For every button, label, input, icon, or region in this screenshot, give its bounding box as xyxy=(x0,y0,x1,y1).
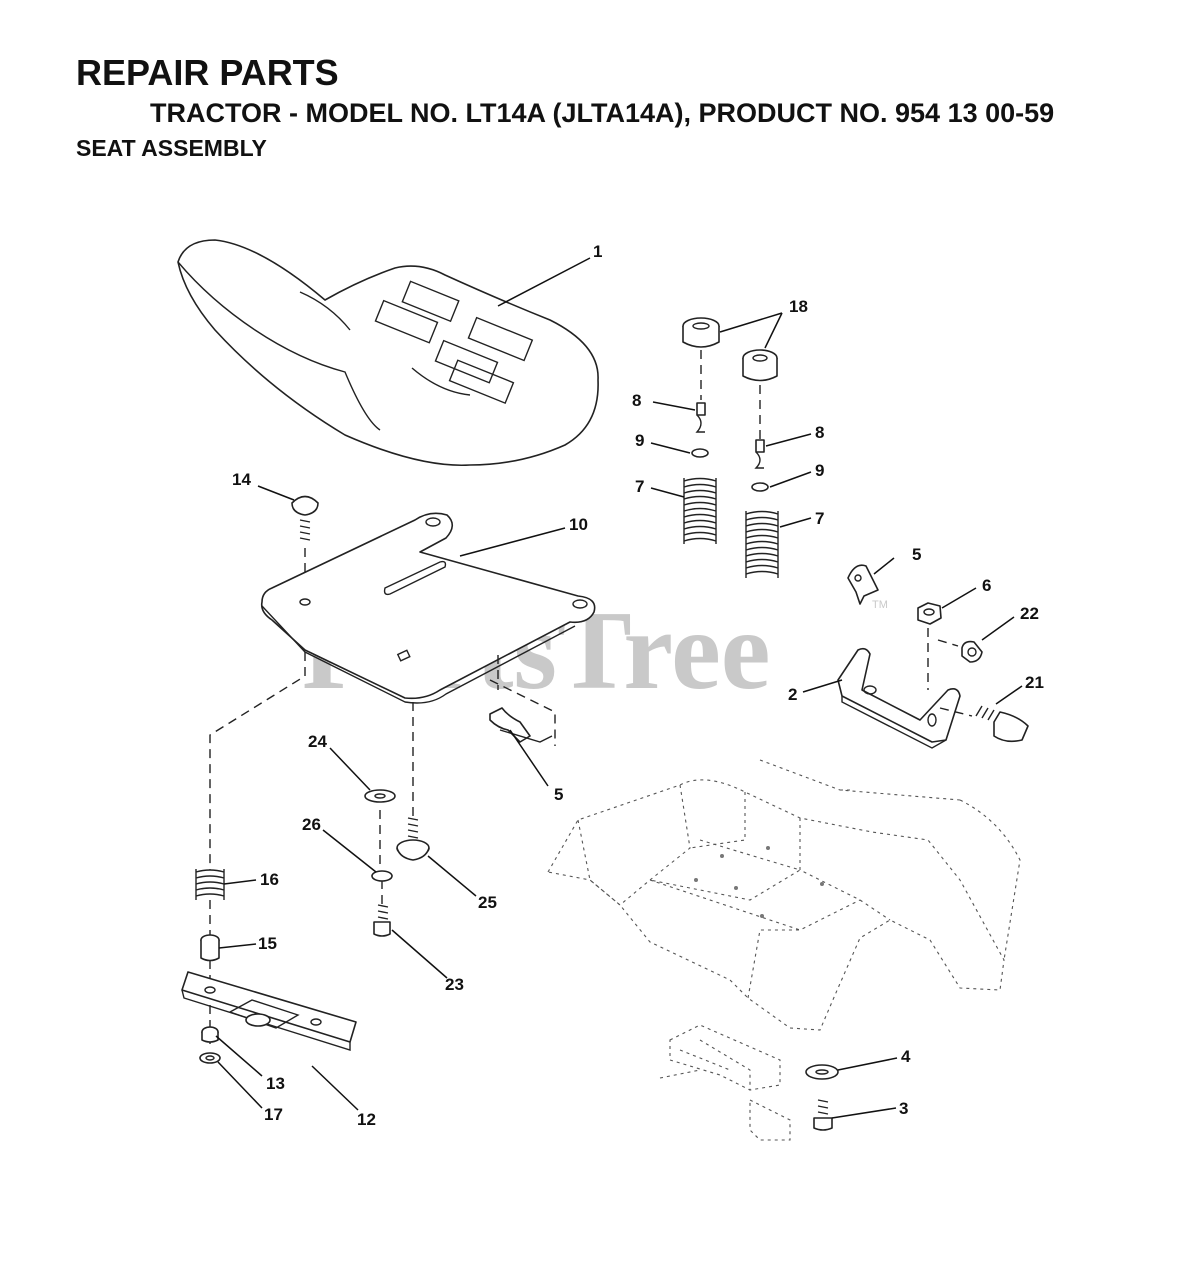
callout-9: 9 xyxy=(635,431,644,450)
nut-part-side xyxy=(201,1032,219,1043)
callout-26: 26 xyxy=(302,815,321,834)
shoulder-bolt-part xyxy=(396,817,430,861)
nut-part xyxy=(917,602,942,625)
callout-15: 15 xyxy=(258,934,277,953)
washer-part xyxy=(691,448,709,458)
lock-washer-part xyxy=(371,870,393,882)
callout-5: 5 xyxy=(912,545,921,564)
callout-16: 16 xyxy=(260,870,279,889)
callout-8: 8 xyxy=(632,391,641,410)
spacer-part xyxy=(682,317,778,382)
callout-25: 25 xyxy=(478,893,497,912)
callout-8: 8 xyxy=(815,423,824,442)
callout-13: 13 xyxy=(266,1074,285,1093)
callout-5: 5 xyxy=(554,785,563,804)
spring-part xyxy=(195,869,225,900)
callout-23: 23 xyxy=(445,975,464,994)
callout-14: 14 xyxy=(232,470,251,489)
hinge-plate-reference xyxy=(659,1024,791,1141)
washer-part xyxy=(199,1052,221,1064)
callout-6: 6 xyxy=(982,576,991,595)
callout-24: 24 xyxy=(308,732,327,751)
washer-part xyxy=(805,1064,839,1080)
clip-part xyxy=(847,564,879,605)
seat-part xyxy=(177,239,599,467)
callout-3: 3 xyxy=(899,1099,908,1118)
model-subtitle: TRACTOR - MODEL NO. LT14A (JLTA14A), PRO… xyxy=(150,98,1055,128)
callout-7: 7 xyxy=(815,509,824,528)
watermark-tm: TM xyxy=(872,599,888,611)
bolt-part xyxy=(975,705,1029,743)
seat-pan-part xyxy=(260,512,596,704)
tractor-frame-reference xyxy=(547,759,1021,1031)
bolt-part xyxy=(695,402,765,469)
washer-part xyxy=(751,482,769,492)
spring-part xyxy=(745,510,779,578)
spring-part xyxy=(683,477,717,544)
callout-7: 7 xyxy=(635,477,644,496)
page-title: REPAIR PARTS xyxy=(76,52,339,93)
screw-part xyxy=(373,904,391,937)
callout-22: 22 xyxy=(1020,604,1039,623)
section-title: SEAT ASSEMBLY xyxy=(76,135,267,161)
slide-plate-part xyxy=(181,971,357,1051)
callout-10: 10 xyxy=(569,515,588,534)
callout-17: 17 xyxy=(264,1105,283,1124)
clip-part xyxy=(489,707,553,743)
callout-9: 9 xyxy=(815,461,824,480)
callout-21: 21 xyxy=(1025,673,1044,692)
leader-lines xyxy=(215,257,1023,1119)
bushing-part xyxy=(200,934,220,962)
bolt-part xyxy=(813,1099,833,1131)
callout-4: 4 xyxy=(901,1047,911,1066)
callout-12: 12 xyxy=(357,1110,376,1129)
callout-2: 2 xyxy=(788,685,797,704)
nut-part xyxy=(961,640,983,663)
callout-1: 1 xyxy=(593,242,602,261)
washer-part xyxy=(364,789,396,803)
callout-18: 18 xyxy=(789,297,808,316)
knob-bolt-part xyxy=(291,495,319,541)
bracket-part xyxy=(837,647,961,749)
